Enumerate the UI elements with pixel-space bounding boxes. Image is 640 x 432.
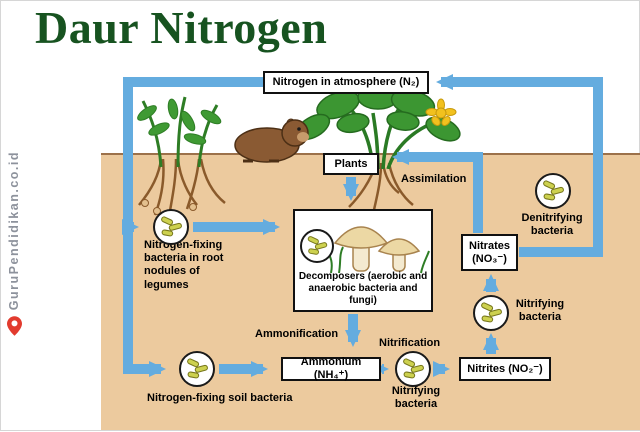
ammonium-box: Ammonium (NH₄⁺) [281,356,381,381]
page-title: Daur Nitrogen [35,2,328,53]
decomposers-box: Decomposers (aerobic and anaerobic bacte… [293,209,433,312]
location-pin-icon [6,316,22,336]
bacteria-icon-nitrifying-right [473,295,509,331]
groundhog-illustration [234,118,309,163]
bacteria-icon-nitrifying-bottom [395,351,431,387]
decomposers-label: Decomposers (aerobic and anaerobic bacte… [298,271,428,306]
denitrifying-bacteria-label: Denitrifying bacteria [521,212,583,238]
nitrifying-bacteria-bottom-label: Nitrifying bacteria [391,385,441,411]
bacteria-icon-root-nodules [153,209,189,245]
nitrites-box: Nitrites (NO₂⁻) [459,357,551,381]
bacteria-icon-soil [179,351,215,387]
nitrates-box: Nitrates (NO₃⁻) [461,234,518,271]
nitrifying-bacteria-right-label: Nitrifying bacteria [515,298,565,324]
plants-right-illustration [295,84,461,169]
bacteria-icon-decomposer [300,229,334,263]
watermark: GuruPendidikan.co.id [2,151,26,423]
ammonification-label: Ammonification [255,328,339,340]
nitrification-label: Nitrification [379,337,441,349]
plants-left-illustration [137,96,222,167]
atmosphere-box: Nitrogen in atmosphere (N₂) [263,71,429,94]
watermark-text: GuruPendidikan.co.id [7,151,21,311]
root-nodules-label: Nitrogen-fixing bacteria in root nodules… [144,239,224,291]
mushrooms-illustration [326,226,430,274]
soil-bacteria-label: Nitrogen-fixing soil bacteria [147,392,293,404]
assimilation-label: Assimilation [401,173,467,185]
plants-box: Plants [323,153,379,175]
bacteria-icon-denitrifying [535,173,571,209]
